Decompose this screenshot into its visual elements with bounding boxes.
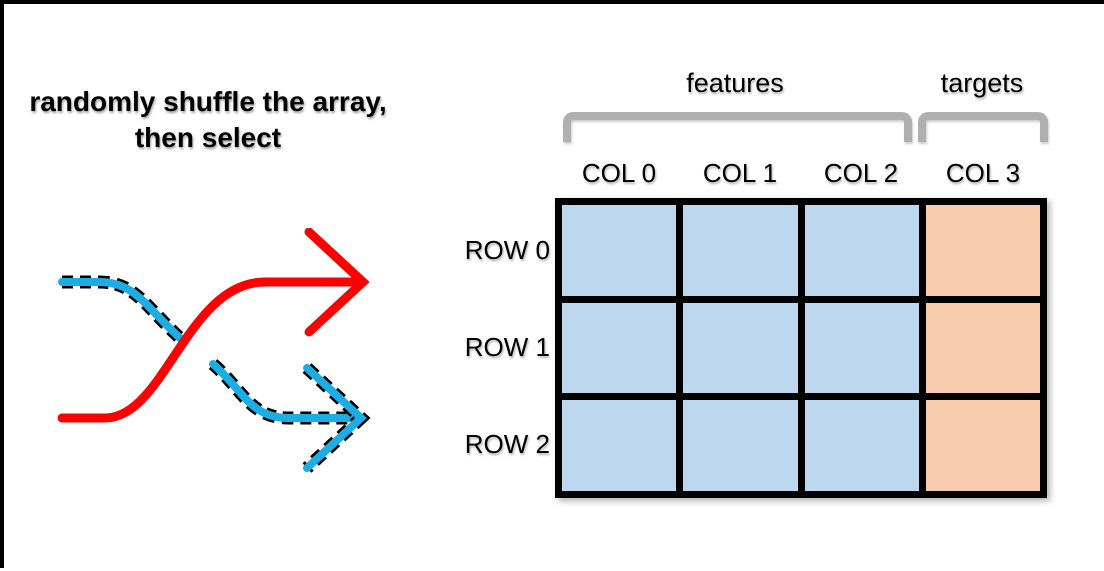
targets-bracket: [918, 112, 1048, 142]
shuffle-blue-arrow: [58, 275, 371, 473]
feature-cell-r0c0: [562, 205, 677, 296]
feature-cell-r2c2: [804, 400, 919, 491]
image-edge-left-bar: [0, 0, 4, 568]
feature-cell-r0c2: [804, 205, 919, 296]
column-header-col1: COL 1: [702, 158, 778, 188]
features-bracket: [563, 112, 912, 142]
feature-cell-r1c0: [562, 302, 677, 394]
target-cell-r1c3: [925, 302, 1040, 394]
caption: randomly shuffle the array, then select: [12, 84, 404, 156]
feature-cell-r1c1: [683, 302, 798, 394]
caption-line-2: then select: [134, 122, 282, 153]
row-label-row2: ROW 2: [464, 429, 550, 459]
target-cell-r0c3: [925, 205, 1040, 296]
shuffle-red-arrow: [57, 228, 370, 423]
target-cell-r2c3: [925, 400, 1040, 491]
feature-cell-r0c1: [683, 205, 798, 296]
feature-cell-r2c1: [683, 400, 798, 491]
shuffle-icon: [57, 228, 371, 473]
features-group-label: features: [686, 68, 784, 98]
column-header-col3: COL 3: [945, 158, 1021, 188]
image-edge-top-bar: [0, 0, 1104, 4]
column-header-col2: COL 2: [823, 158, 899, 188]
targets-group-label: targets: [940, 68, 1024, 98]
row-label-row1: ROW 1: [464, 332, 550, 362]
feature-cell-r1c2: [804, 302, 919, 394]
feature-cell-r2c0: [562, 400, 677, 491]
column-header-col0: COL 0: [581, 158, 657, 188]
caption-line-1: randomly shuffle the array,: [29, 86, 387, 117]
array-grid: [555, 198, 1047, 498]
row-label-row0: ROW 0: [464, 235, 550, 265]
